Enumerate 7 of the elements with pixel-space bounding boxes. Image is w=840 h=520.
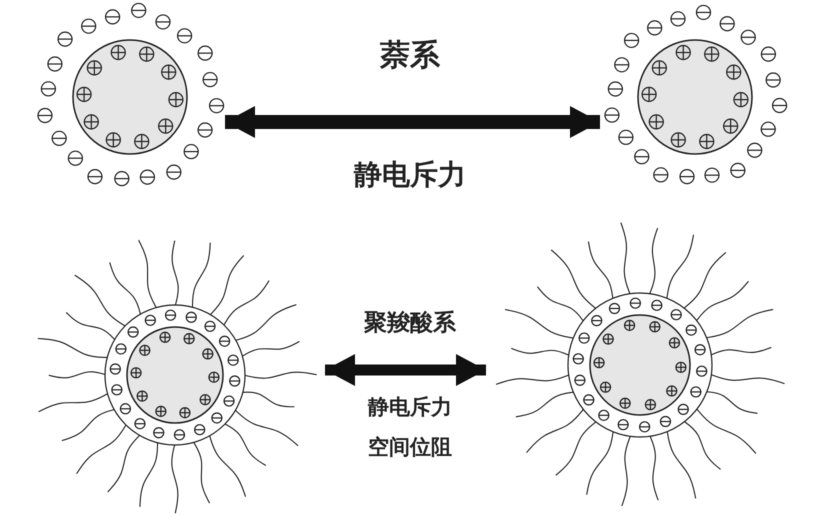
text-label: 聚羧酸系 — [364, 310, 456, 338]
double-arrow — [225, 106, 600, 138]
text-label: 萘系 — [380, 38, 440, 74]
text-label: 静电斥力 — [368, 395, 452, 420]
text-label: 空间位阻 — [368, 435, 452, 460]
text-label: 静电斥力 — [354, 158, 466, 192]
double-arrow — [325, 354, 486, 386]
